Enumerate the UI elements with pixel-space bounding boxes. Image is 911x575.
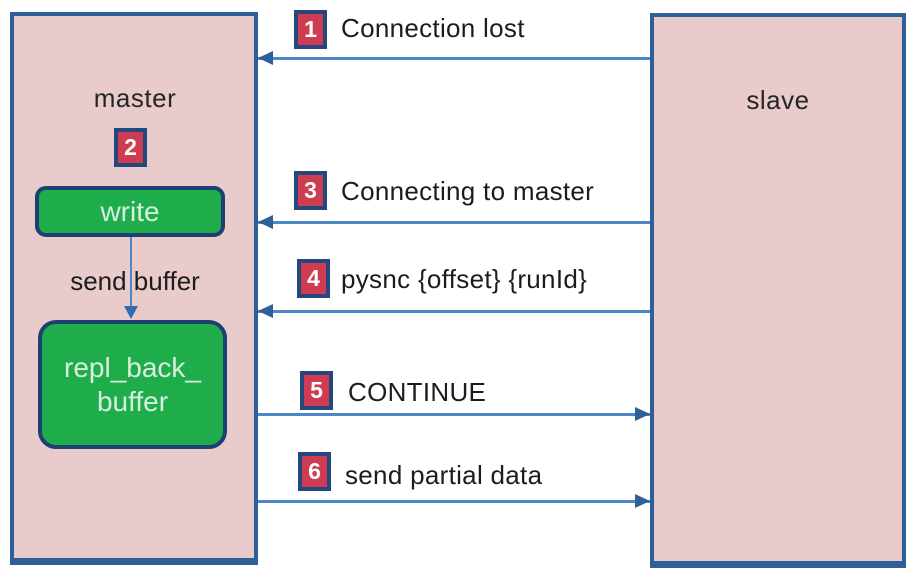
send-buffer-label: send buffer [70,266,200,296]
message-line-4 [258,310,650,313]
message-label-4: pysnc {offset} {runId} [341,264,588,294]
arrow-right-icon [635,407,650,421]
arrow-left-icon [258,304,273,318]
arrow-left-icon [258,215,273,229]
repl-label-line1: repl_back_ [64,351,201,383]
message-label-5: CONTINUE [348,377,487,407]
step-badge-5: 5 [300,371,333,410]
step-badge-4: 4 [297,259,330,298]
message-line-6 [258,500,650,503]
message-line-5 [258,413,650,416]
message-label-6: send partial data [345,460,543,490]
message-label-3: Connecting to master [341,176,595,206]
repl-label-line2: buffer [96,385,169,417]
step-badge-6: 6 [298,452,331,491]
repl-back-buffer-node: repl_back_ buffer [38,320,227,449]
slave-label: slave [746,85,810,115]
step-badge-3: 3 [294,171,327,210]
master-box [10,12,258,565]
step-badge-2: 2 [114,128,147,167]
arrow-down-icon [124,306,138,319]
arrow-left-icon [258,51,273,65]
write-node-label: write [100,195,160,227]
message-line-1 [258,57,650,60]
arrow-right-icon [635,494,650,508]
send-buffer-arrow-line [130,237,132,313]
message-line-3 [258,221,650,224]
master-label: master [93,83,177,113]
write-node: write [35,186,225,237]
step-badge-1: 1 [294,10,327,49]
repl-back-buffer-label: repl_back_ buffer [64,351,201,418]
message-label-1: Connection lost [341,13,525,43]
slave-box [650,13,906,568]
